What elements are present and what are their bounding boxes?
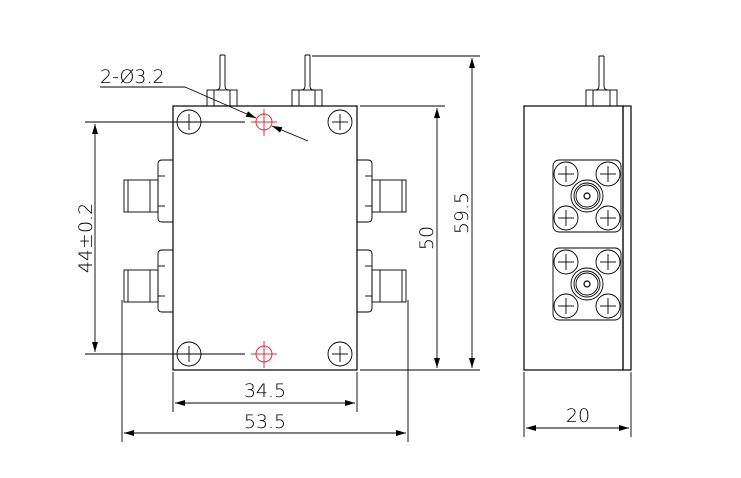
dimension-overall-height: 59.5 xyxy=(312,55,480,368)
dimension-overall-width: 53.5 xyxy=(121,300,409,442)
hole-spacing-label: 44±0.2 xyxy=(75,203,97,273)
side-top-pin xyxy=(585,55,618,107)
dimension-body-height: 50 xyxy=(360,105,480,371)
sma-connectors-left xyxy=(123,159,174,313)
dimension-side-depth: 20 xyxy=(523,372,632,437)
body-height-label: 50 xyxy=(416,226,438,250)
top-pin-right xyxy=(291,54,323,107)
front-view xyxy=(123,54,407,371)
dimension-hole-spacing: 44±0.2 xyxy=(75,121,245,355)
side-body xyxy=(523,105,624,371)
side-view xyxy=(523,55,632,371)
sma-flange-upper xyxy=(553,160,621,232)
mounting-screws xyxy=(176,109,353,367)
overall-width-label: 53.5 xyxy=(244,411,286,433)
hole-callout-label: 2-Ø3.2 xyxy=(100,66,165,88)
dimension-body-width: 34.5 xyxy=(172,372,358,412)
body-width-label: 34.5 xyxy=(244,380,286,402)
mounting-holes-red xyxy=(251,109,277,368)
sma-flange-lower xyxy=(553,248,621,320)
top-pin-left xyxy=(206,54,238,107)
sma-connectors-right xyxy=(356,159,407,313)
front-body xyxy=(172,105,358,371)
hole-callout: 2-Ø3.2 xyxy=(100,66,309,142)
overall-height-label: 59.5 xyxy=(451,192,473,234)
side-depth-label: 20 xyxy=(566,405,590,427)
